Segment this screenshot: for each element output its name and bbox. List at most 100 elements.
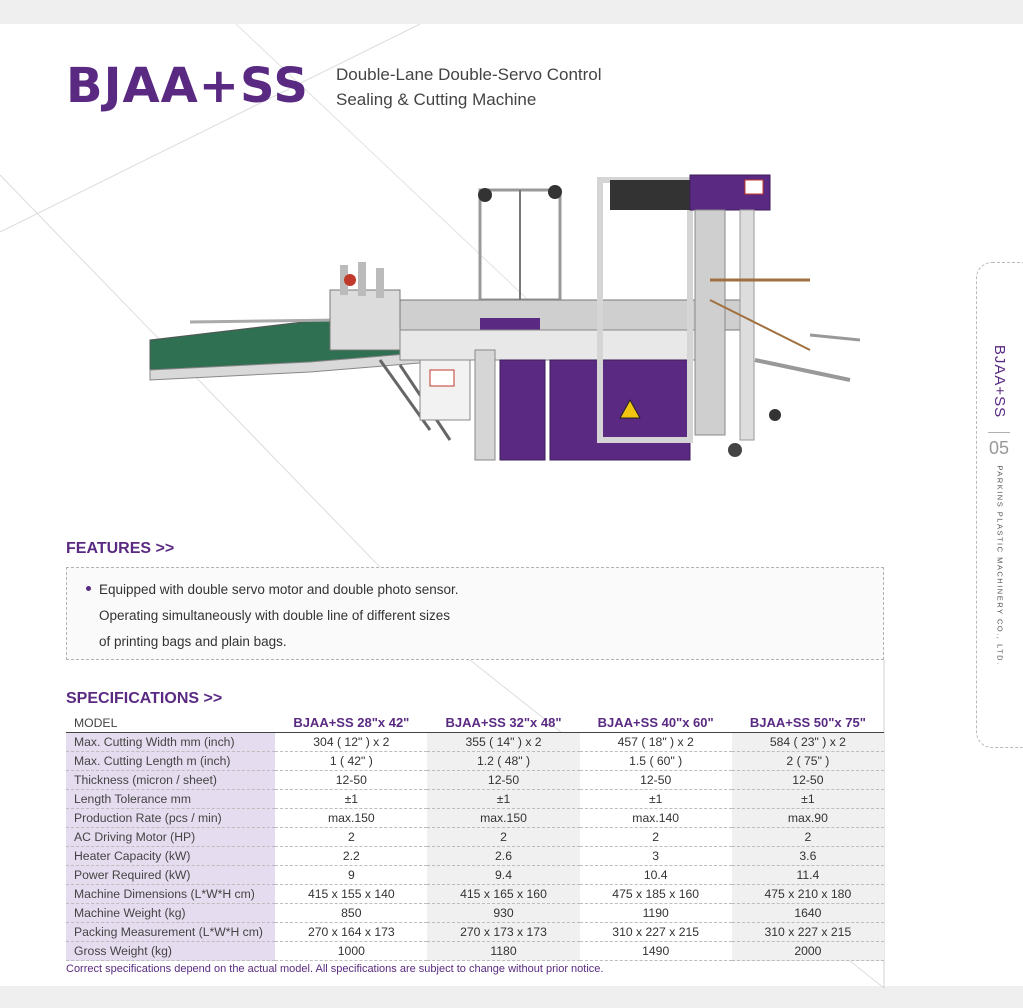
table-cell: 930 [427, 903, 580, 924]
row-label: Max. Cutting Width mm (inch) [66, 732, 276, 753]
row-label: Production Rate (pcs / min) [66, 808, 276, 829]
feature-line: Operating simultaneously with double lin… [99, 608, 450, 623]
table-body: Max. Cutting Width mm (inch)304 ( 12" ) … [66, 732, 884, 962]
side-model-text: BJAA+SS [991, 344, 1009, 418]
table-cell: 11.4 [731, 865, 884, 886]
table-cell: 310 x 227 x 215 [579, 922, 732, 943]
table-row: Max. Cutting Length m (inch)1 ( 42" )1.2… [66, 751, 884, 772]
model-header: MODEL [66, 714, 276, 734]
machine-illustration [149, 174, 860, 461]
model-column-header: BJAA+SS 40"x 60" [579, 714, 732, 734]
features-heading: FEATURES >> [66, 540, 175, 557]
side-company-label: PARKINS PLASTIC MACHINERY CO., LTD. [987, 465, 1013, 665]
table-cell: 475 x 185 x 160 [579, 884, 732, 905]
table-cell: max.150 [275, 808, 428, 829]
specifications-table: MODEL BJAA+SS 28"x 42" BJAA+SS 32"x 48" … [66, 714, 884, 962]
table-cell: 2.6 [427, 846, 580, 867]
feature-line: Equipped with double servo motor and dou… [99, 582, 459, 597]
disclaimer-note: Correct specifications depend on the act… [66, 963, 604, 975]
table-row: Length Tolerance mm±1±1±1±1 [66, 789, 884, 810]
table-cell: 9 [275, 865, 428, 886]
table-cell: 1640 [731, 903, 884, 924]
table-cell: ±1 [731, 789, 884, 810]
table-cell: 584 ( 23" ) x 2 [731, 732, 884, 753]
bullet-icon [86, 586, 91, 591]
table-cell: ±1 [427, 789, 580, 810]
subtitle-line-2: Sealing & Cutting Machine [336, 90, 537, 109]
table-cell: 1000 [275, 941, 428, 962]
table-cell: 10.4 [579, 865, 732, 886]
table-cell: 2.2 [275, 846, 428, 867]
row-label: Machine Dimensions (L*W*H cm) [66, 884, 276, 905]
table-cell: ±1 [275, 789, 428, 810]
side-tab [976, 262, 1023, 748]
page-number: 05 [988, 438, 1010, 458]
table-cell: 9.4 [427, 865, 580, 886]
features-box: Equipped with double servo motor and dou… [66, 567, 884, 660]
table-cell: 12-50 [731, 770, 884, 791]
table-cell: 2 [427, 827, 580, 848]
table-cell: 2 ( 75" ) [731, 751, 884, 772]
table-cell: 415 x 165 x 160 [427, 884, 580, 905]
table-cell: 2000 [731, 941, 884, 962]
table-row: Machine Dimensions (L*W*H cm)415 x 155 x… [66, 884, 884, 905]
table-cell: 1 ( 42" ) [275, 751, 428, 772]
model-column-header: BJAA+SS 32"x 48" [427, 714, 580, 734]
table-cell: 1490 [579, 941, 732, 962]
row-label: Heater Capacity (kW) [66, 846, 276, 867]
row-label: Max. Cutting Length m (inch) [66, 751, 276, 772]
row-label: Machine Weight (kg) [66, 903, 276, 924]
model-column-header: BJAA+SS 50"x 75" [731, 714, 884, 734]
specifications-heading: SPECIFICATIONS >> [66, 690, 223, 707]
table-cell: 270 x 173 x 173 [427, 922, 580, 943]
table-cell: 355 ( 14" ) x 2 [427, 732, 580, 753]
table-row: Max. Cutting Width mm (inch)304 ( 12" ) … [66, 732, 884, 753]
table-cell: 304 ( 12" ) x 2 [275, 732, 428, 753]
subtitle-line-1: Double-Lane Double-Servo Control [336, 65, 602, 84]
page-title: BJAA+SS [66, 58, 309, 114]
table-cell: 2 [275, 827, 428, 848]
table-cell: 457 ( 18" ) x 2 [579, 732, 732, 753]
table-cell: 415 x 155 x 140 [275, 884, 428, 905]
company-name: PARKINS PLASTIC MACHINERY CO., LTD. [995, 464, 1005, 666]
row-label: Power Required (kW) [66, 865, 276, 886]
row-label: Packing Measurement (L*W*H cm) [66, 922, 276, 943]
page-subtitle: Double-Lane Double-Servo Control Sealing… [336, 62, 602, 112]
table-cell: 850 [275, 903, 428, 924]
table-cell: 12-50 [275, 770, 428, 791]
table-cell: max.90 [731, 808, 884, 829]
bottom-band [0, 986, 1023, 1008]
table-cell: 3 [579, 846, 732, 867]
table-row: Packing Measurement (L*W*H cm)270 x 164 … [66, 922, 884, 943]
side-model-label: BJAA+SS [983, 336, 1017, 426]
table-cell: 12-50 [427, 770, 580, 791]
table-cell: 3.6 [731, 846, 884, 867]
side-divider [988, 432, 1010, 433]
table-cell: 1.5 ( 60" ) [579, 751, 732, 772]
row-label: Thickness (micron / sheet) [66, 770, 276, 791]
table-cell: 12-50 [579, 770, 732, 791]
table-header-row: MODEL BJAA+SS 28"x 42" BJAA+SS 32"x 48" … [66, 714, 884, 734]
table-cell: 1180 [427, 941, 580, 962]
table-cell: ±1 [579, 789, 732, 810]
table-cell: 475 x 210 x 180 [731, 884, 884, 905]
table-cell: 2 [579, 827, 732, 848]
table-cell: max.140 [579, 808, 732, 829]
row-label: Length Tolerance mm [66, 789, 276, 810]
table-cell: 310 x 227 x 215 [731, 922, 884, 943]
row-label: Gross Weight (kg) [66, 941, 276, 962]
row-label: AC Driving Motor (HP) [66, 827, 276, 848]
table-cell: 270 x 164 x 173 [275, 922, 428, 943]
model-column-header: BJAA+SS 28"x 42" [275, 714, 428, 734]
table-cell: 2 [731, 827, 884, 848]
table-cell: 1.2 ( 48" ) [427, 751, 580, 772]
top-band [0, 0, 1023, 24]
table-cell: max.150 [427, 808, 580, 829]
